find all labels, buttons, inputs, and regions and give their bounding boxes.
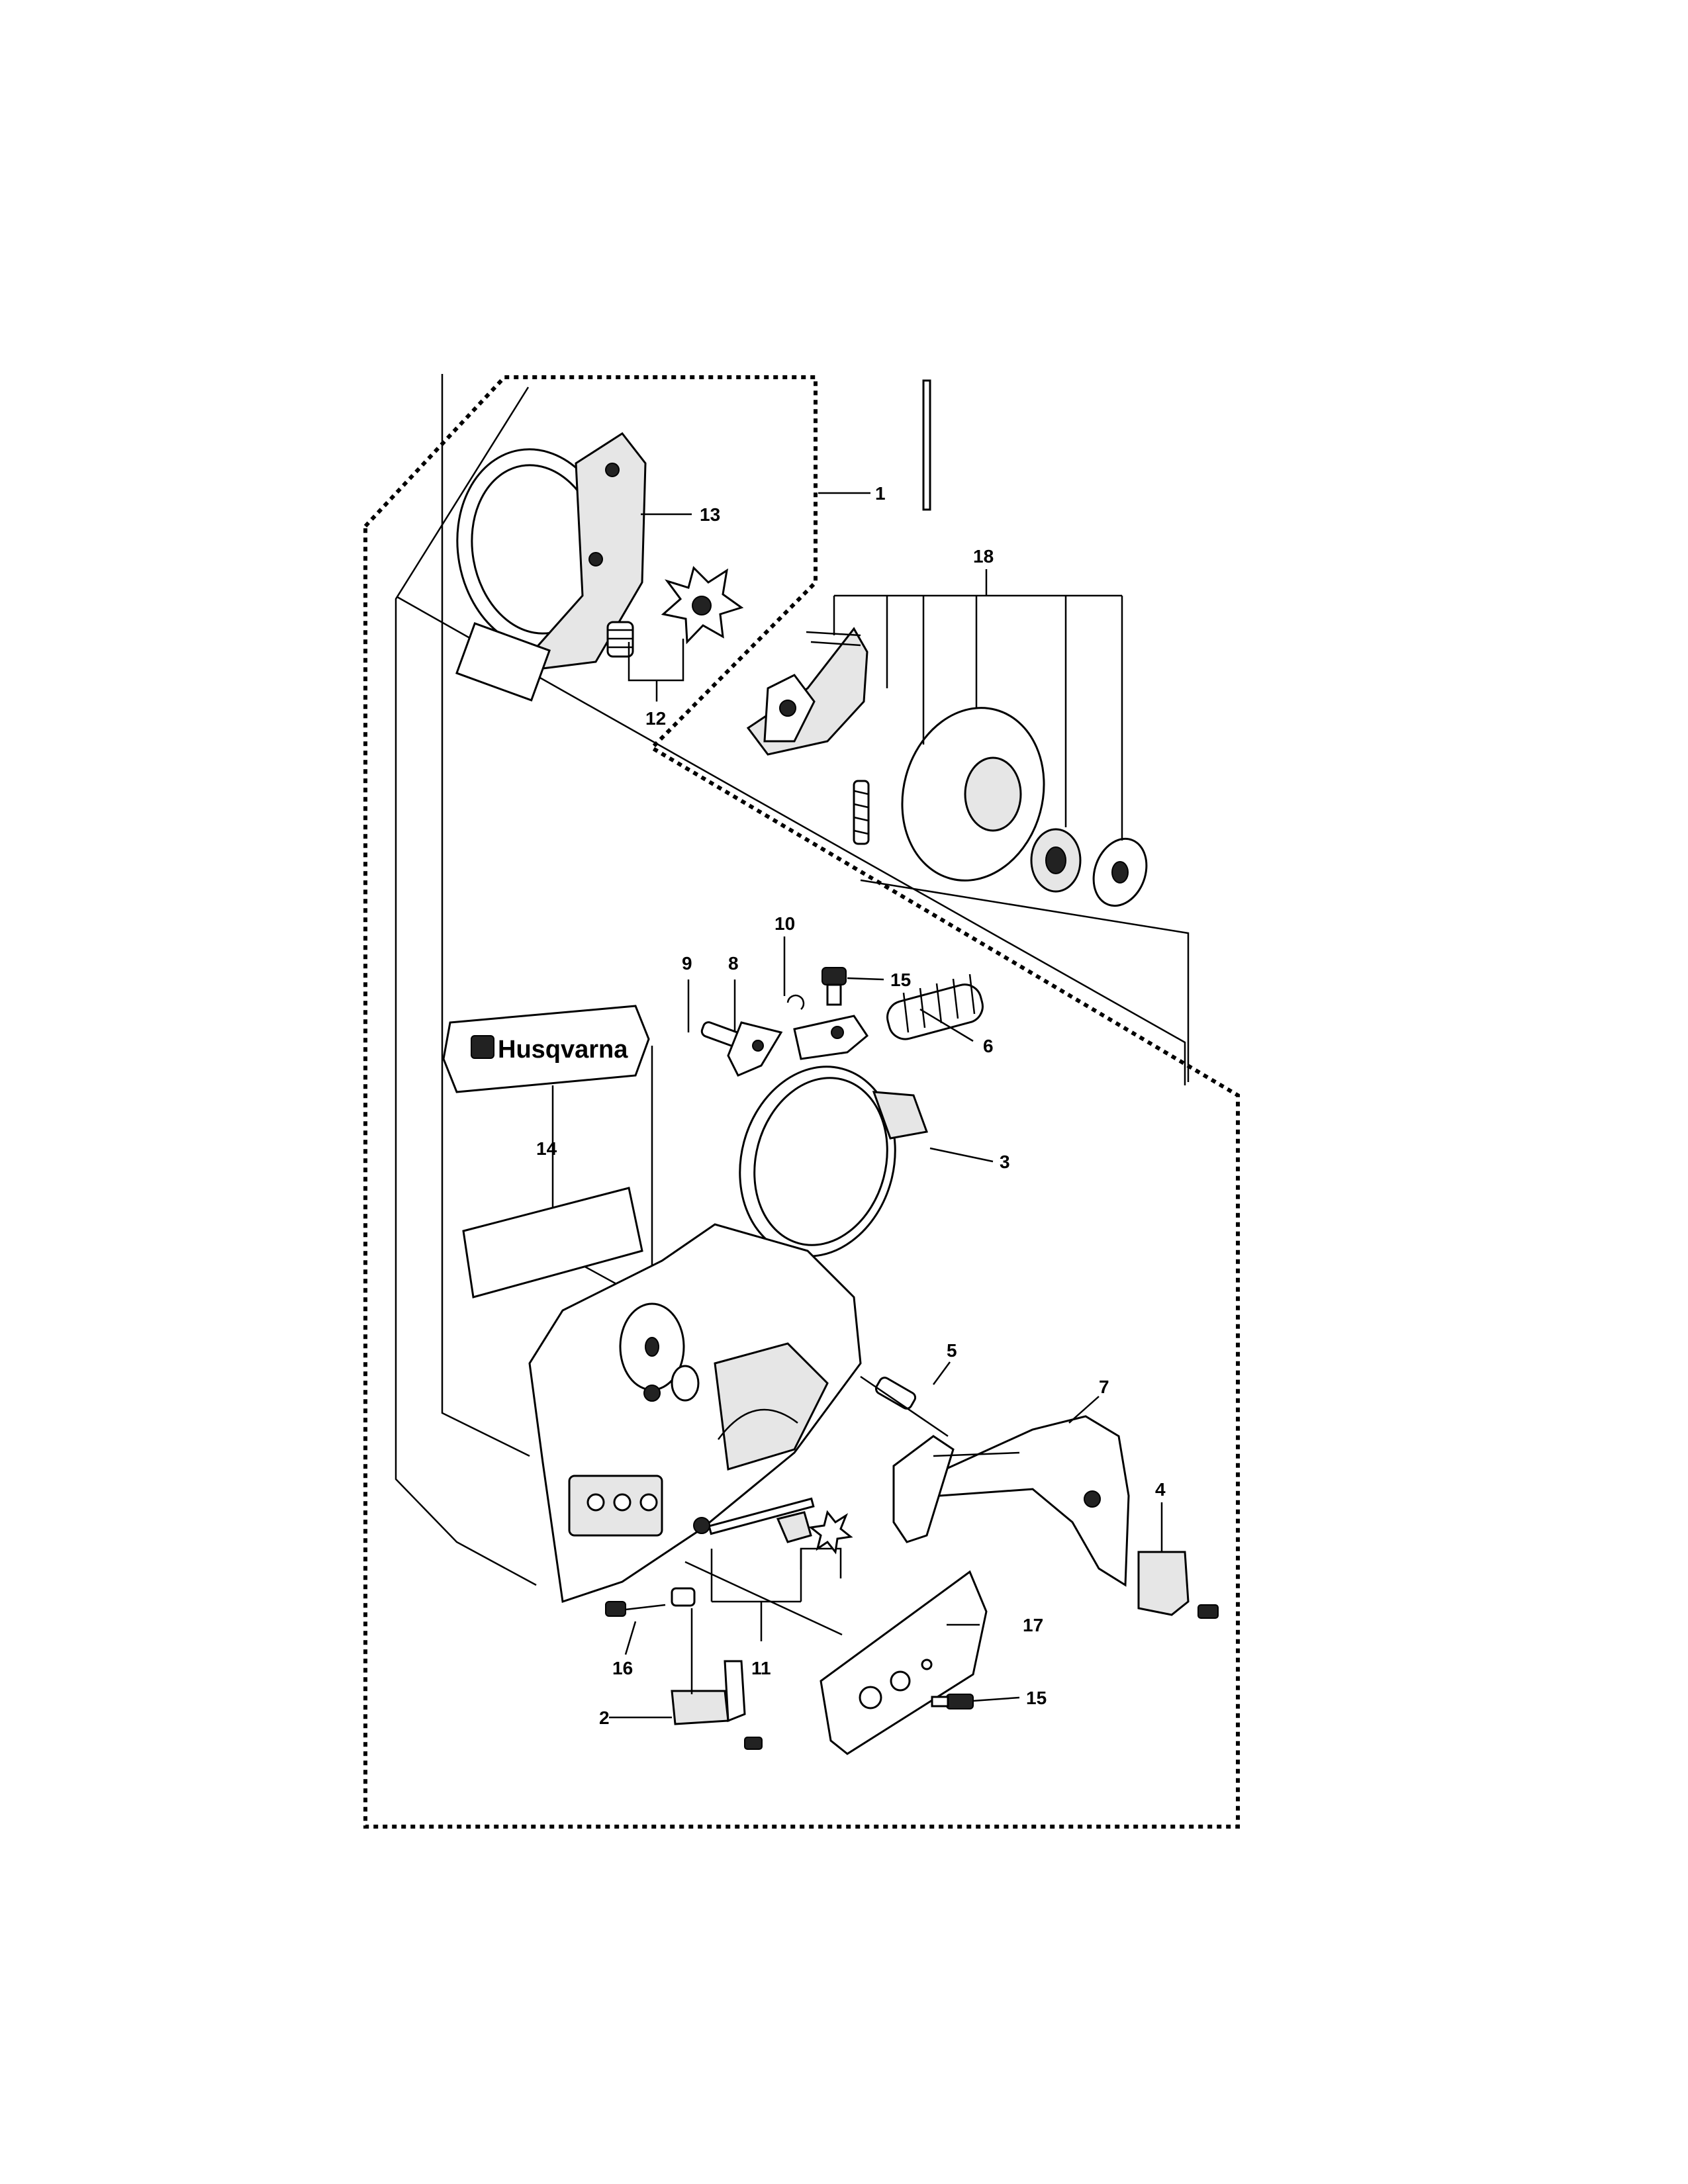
callout-13: 13 — [700, 504, 720, 525]
leader-11 — [710, 1549, 802, 1641]
leader-18 — [833, 569, 1123, 841]
callout-10: 10 — [774, 913, 795, 934]
callout-1: 1 — [875, 483, 886, 504]
callout-18: 18 — [973, 546, 994, 567]
callout-16: 16 — [612, 1658, 633, 1678]
callout-8: 8 — [728, 953, 739, 974]
callout-14: 14 — [536, 1138, 557, 1159]
part-18-brake-mechanism — [746, 379, 1148, 907]
callout-2: 2 — [599, 1707, 610, 1728]
part-3-brake-band — [739, 1066, 929, 1257]
part-17-side-plate — [820, 1570, 988, 1755]
callout-3: 3 — [1000, 1152, 1010, 1172]
assembly-1-boundary — [363, 375, 1240, 1829]
husqvarna-logo: Husqvarna — [498, 1036, 628, 1064]
callout-9: 9 — [682, 953, 692, 974]
part-5-bushing — [874, 1377, 917, 1410]
part-13-cover-housing — [455, 432, 647, 702]
part-7-chain-guide — [892, 1415, 1130, 1587]
part-16-bolt — [605, 1587, 696, 1617]
part-11-pins — [693, 1497, 853, 1555]
part-2-tensioner — [671, 1660, 763, 1750]
part-8-lever — [727, 1021, 783, 1077]
part-15-screw-upper — [821, 967, 847, 1006]
part-15-screw-lower — [931, 1694, 974, 1709]
main-clutch-cover — [528, 1223, 862, 1603]
callout-4: 4 — [1155, 1479, 1166, 1500]
callout-11: 11 — [751, 1658, 771, 1678]
callout-15-lower: 15 — [1026, 1688, 1047, 1708]
callout-5: 5 — [947, 1340, 957, 1361]
callout-leaders — [609, 492, 1163, 1719]
callout-17: 17 — [1023, 1615, 1043, 1635]
part-14-decals: Husqvarna — [442, 1005, 650, 1298]
part-6-spring — [886, 974, 984, 1040]
part-12-adjuster-wheel — [606, 566, 744, 658]
callout-12: 12 — [645, 708, 666, 729]
callout-7: 7 — [1099, 1377, 1109, 1397]
callout-6: 6 — [983, 1036, 994, 1056]
callout-15-upper: 15 — [890, 970, 911, 990]
leader-12 — [628, 639, 684, 682]
part-10-clip — [786, 994, 805, 1010]
part-4-catcher — [1137, 1551, 1219, 1619]
